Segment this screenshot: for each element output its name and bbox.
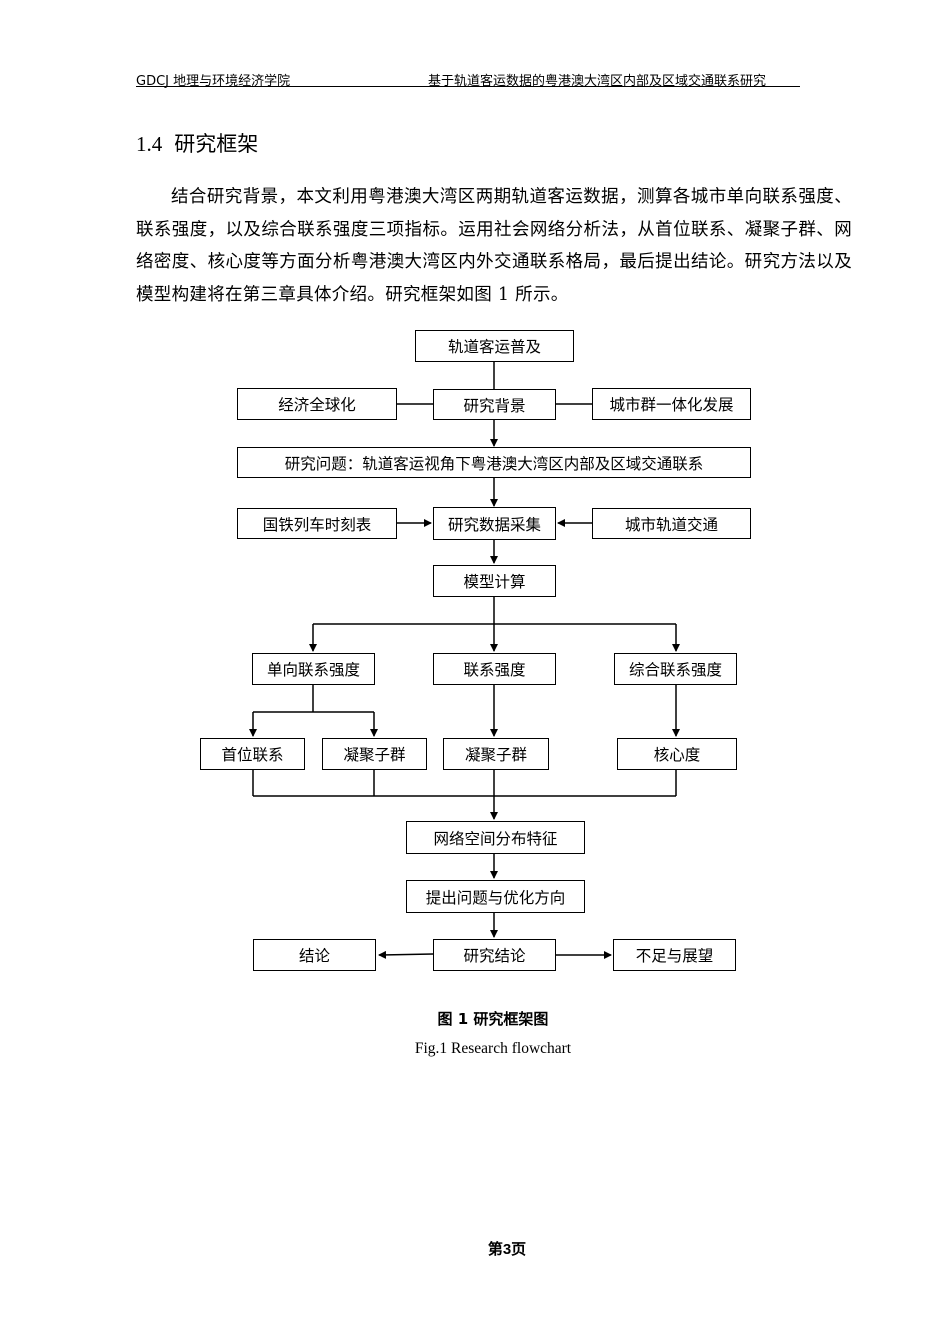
box-model-calc: 模型计算 <box>433 565 556 597</box>
box-conclusion: 结论 <box>253 939 376 971</box>
arrow-to-conclusion <box>378 950 434 959</box>
section-heading: 1.4 研究框架 <box>136 128 258 158</box>
box-train-timetable: 国铁列车时刻表 <box>237 508 397 539</box>
header-left: GDCJ 地理与环境经济学院 <box>136 74 291 89</box>
box-research-question: 研究问题：轨道客运视角下粤港澳大湾区内部及区域交通联系 <box>237 447 751 478</box>
box-research-background: 研究背景 <box>433 389 556 420</box>
box-data-collection: 研究数据采集 <box>433 507 556 540</box>
section-title: 研究框架 <box>174 132 259 156</box>
box-research-conclusion: 研究结论 <box>433 939 556 971</box>
box-coreness: 核心度 <box>617 738 737 770</box>
header-right: 基于轨道客运数据的粤港澳大湾区内部及区域交通联系研究 <box>428 74 767 89</box>
box-cohesive-subgroup-1: 凝聚子群 <box>322 738 427 770</box>
header-rule <box>136 86 800 87</box>
body-paragraph: 结合研究背景，本文利用粤港澳大湾区两期轨道客运数据，测算各城市单向联系强度、联系… <box>136 187 852 305</box>
section-number: 1.4 <box>136 132 163 156</box>
box-city-cluster: 城市群一体化发展 <box>592 388 751 420</box>
box-one-way-strength: 单向联系强度 <box>252 653 375 685</box>
figure-caption-cn: 图 1 研究框架图 <box>437 1010 549 1028</box>
box-limitations-outlook: 不足与展望 <box>613 939 736 971</box>
box-primary-link: 首位联系 <box>200 738 305 770</box>
box-link-strength: 联系强度 <box>433 653 556 685</box>
box-urban-rail: 城市轨道交通 <box>592 508 751 539</box>
page-number: 第3页 <box>487 1241 527 1258</box>
box-composite-strength: 综合联系强度 <box>614 653 737 685</box>
box-network-features: 网络空间分布特征 <box>406 821 585 854</box>
box-cohesive-subgroup-2: 凝聚子群 <box>443 738 549 770</box>
box-rail-popularization: 轨道客运普及 <box>415 330 574 362</box>
figure-caption-en: Fig.1 Research flowchart <box>414 1040 572 1057</box>
box-problems-optimization: 提出问题与优化方向 <box>406 880 585 913</box>
box-globalization: 经济全球化 <box>237 388 397 420</box>
